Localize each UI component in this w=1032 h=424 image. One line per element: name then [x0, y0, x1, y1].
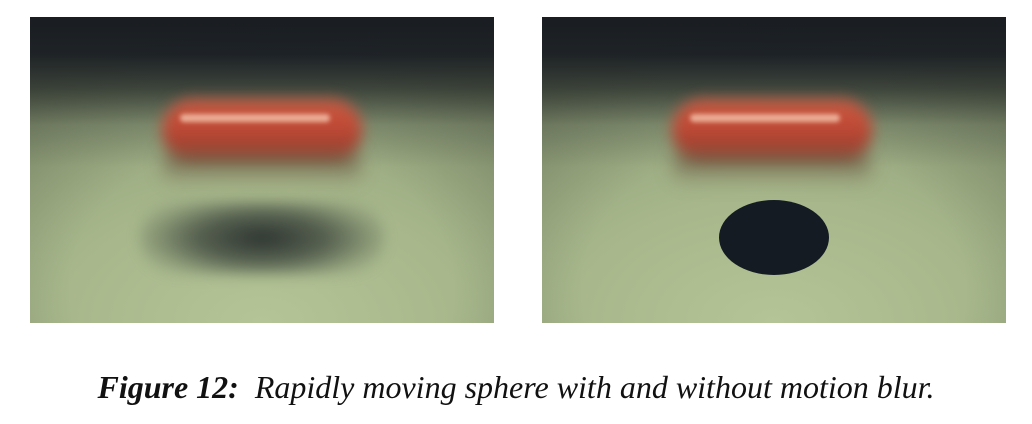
- sphere-specular-highlight: [690, 114, 840, 122]
- sharp-shadow: [719, 200, 829, 275]
- motion-blurred-sphere: [672, 99, 872, 161]
- motion-blurred-shadow: [139, 201, 385, 275]
- sphere-specular-highlight: [180, 114, 330, 122]
- figure-caption-text: Rapidly moving sphere with and without m…: [254, 369, 935, 405]
- render-panel-without-motion-blur: [542, 17, 1006, 323]
- figure-caption: Figure 12: Rapidly moving sphere with an…: [0, 368, 1032, 406]
- motion-blurred-sphere: [162, 99, 362, 161]
- render-panel-with-motion-blur: [30, 17, 494, 323]
- figure-label: Figure 12:: [97, 369, 239, 405]
